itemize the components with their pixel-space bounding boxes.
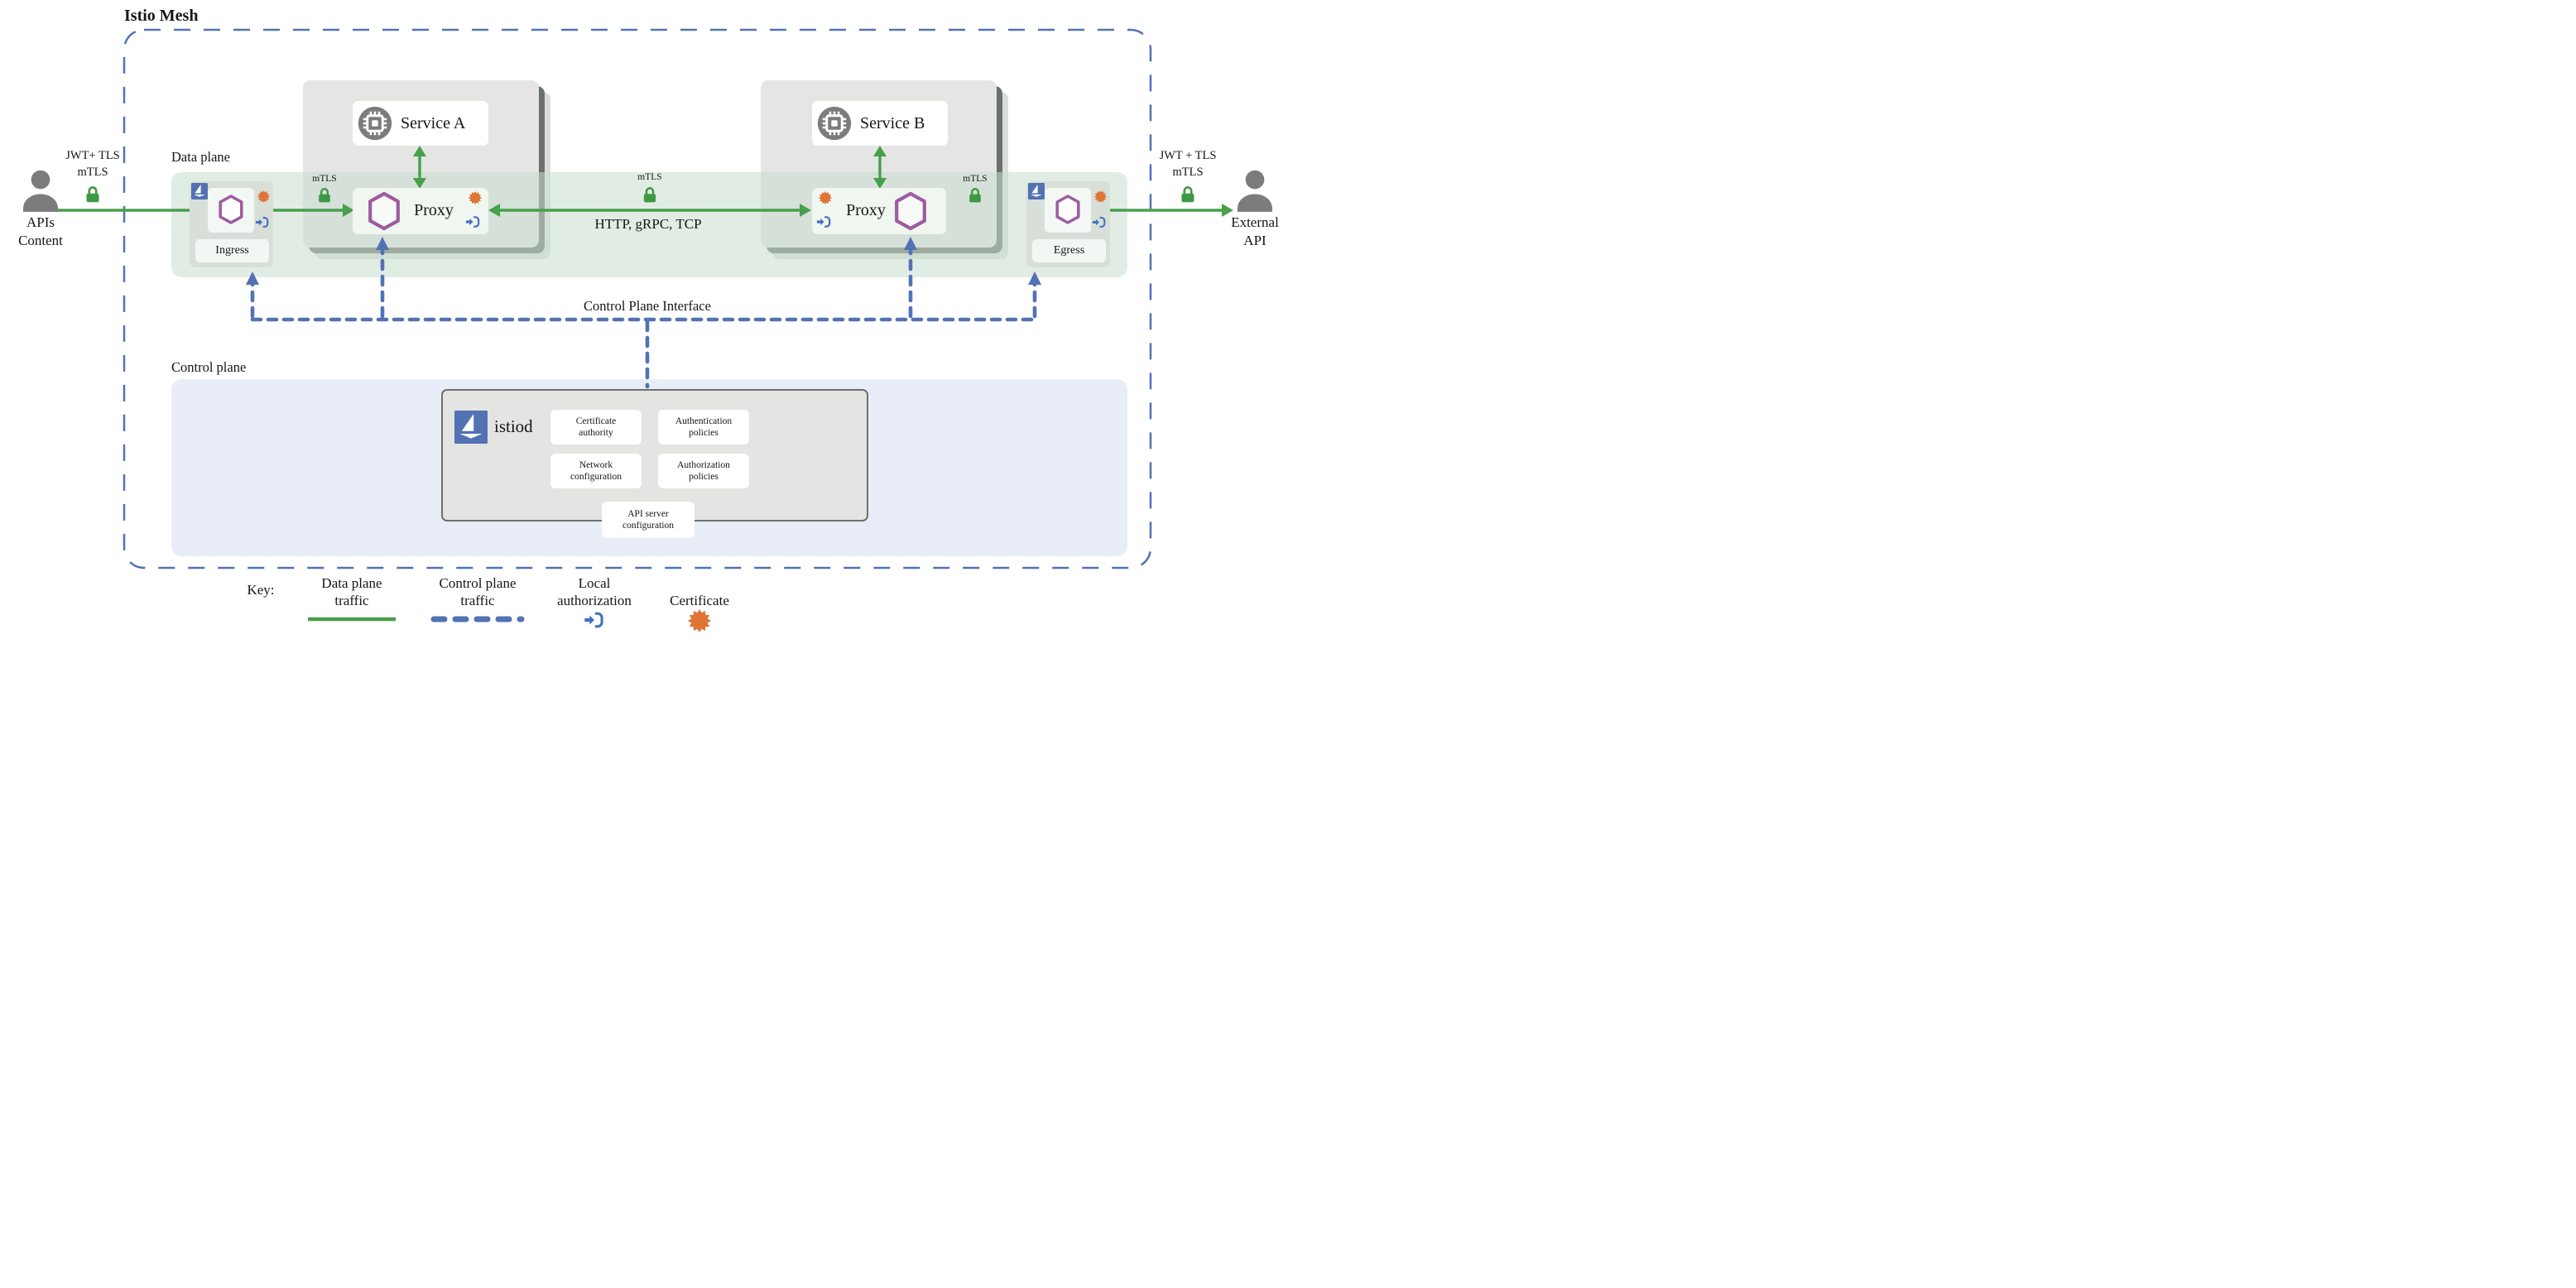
- left-actor-line1: APIs: [26, 214, 55, 230]
- proxy-hexagon-icon: [218, 194, 244, 225]
- legend-data-plane-traffic: Data plane traffic: [302, 574, 401, 609]
- component-line1: Authentication: [675, 416, 733, 426]
- component-line2: policies: [689, 428, 718, 438]
- microchip-icon: [817, 106, 852, 141]
- legend-line1: Local: [578, 575, 611, 591]
- mtls-lock-icon: [84, 185, 102, 203]
- mtls-label: mTLS: [312, 174, 337, 184]
- proxy-b-label: Proxy: [846, 201, 886, 219]
- right-actor-line2: API: [1243, 233, 1266, 248]
- istio-sail-icon: [454, 411, 488, 444]
- mtls-lock-icon: [641, 186, 659, 203]
- component-line2: configuration: [570, 472, 622, 482]
- service-a-label: Service A: [401, 113, 466, 132]
- proxy-hexagon-icon: [1055, 194, 1081, 225]
- legend-key-label: Key:: [247, 582, 275, 598]
- right-actor-label: External API: [1218, 214, 1288, 250]
- api-server-configuration-box: API server configuration: [602, 502, 694, 538]
- certificate-icon: [1094, 190, 1107, 203]
- diagram-title: Istio Mesh: [124, 7, 199, 25]
- certificate-authority-box: Certificate authority: [550, 410, 642, 445]
- traffic-protocols-label: HTTP, gRPC, TCP: [594, 216, 702, 232]
- istio-architecture-diagram: Istio Mesh Data plane Control plane: [0, 0, 1288, 644]
- left-protocol-line2: mTLS: [77, 166, 108, 179]
- component-line2: policies: [689, 472, 718, 482]
- istio-sail-icon: [191, 183, 208, 199]
- legend-line2: authorization: [557, 593, 632, 608]
- microchip-icon: [358, 106, 392, 141]
- certificate-icon: [688, 609, 711, 632]
- mtls-label: mTLS: [963, 174, 988, 184]
- component-line2: configuration: [622, 521, 674, 531]
- local-authorization-icon: [465, 215, 481, 228]
- proxy-hexagon-icon: [893, 191, 928, 231]
- user-icon: [18, 169, 63, 212]
- legend-control-plane-traffic: Control plane traffic: [428, 574, 527, 609]
- legend-line1: Data plane: [321, 575, 382, 591]
- right-protocol-label: JWT + TLS mTLS: [1138, 147, 1238, 180]
- legend-certificate: Certificate: [670, 593, 729, 608]
- authorization-policies-box: Authorization policies: [658, 454, 749, 488]
- network-configuration-box: Network configuration: [550, 454, 642, 488]
- control-plane-interface-label: Control Plane Interface: [584, 298, 711, 314]
- legend-line2: traffic: [334, 593, 369, 608]
- component-line1: Authorization: [677, 459, 730, 470]
- service-a-box: Service A: [353, 101, 488, 146]
- component-line1: Certificate: [575, 416, 617, 426]
- istio-sail-icon: [1028, 183, 1045, 199]
- left-protocol-line1: JWT+ TLS: [65, 149, 120, 162]
- legend-line2: traffic: [460, 593, 495, 608]
- component-line1: API server: [627, 508, 669, 519]
- authentication-policies-box: Authentication policies: [658, 410, 749, 445]
- control-plane-label: Control plane: [171, 359, 247, 375]
- right-protocol-line1: JWT + TLS: [1159, 149, 1217, 162]
- local-authorization-icon: [255, 216, 270, 228]
- left-actor-label: APIs Content: [3, 214, 78, 250]
- mtls-lock-icon: [967, 187, 983, 203]
- mtls-lock-icon: [316, 187, 333, 203]
- left-protocol-label: JWT+ TLS mTLS: [43, 147, 142, 180]
- data-plane-label: Data plane: [171, 149, 231, 165]
- component-line2: authority: [579, 428, 613, 438]
- component-line1: Network: [579, 459, 613, 470]
- service-b-box: Service B: [812, 101, 948, 146]
- local-authorization-icon: [1092, 216, 1107, 228]
- certificate-icon: [257, 190, 270, 203]
- legend-line1: Control plane: [439, 575, 517, 591]
- user-icon: [1233, 169, 1277, 212]
- mtls-label: mTLS: [637, 172, 662, 182]
- certificate-icon: [469, 191, 482, 204]
- egress-label: Egress: [1032, 239, 1106, 262]
- service-b-label: Service B: [860, 113, 925, 132]
- ingress-label: Ingress: [195, 239, 269, 262]
- local-authorization-icon: [584, 611, 605, 629]
- istiod-label: istiod: [494, 416, 533, 436]
- right-actor-line1: External: [1231, 214, 1279, 230]
- proxy-a-label: Proxy: [414, 201, 454, 219]
- mtls-lock-icon: [1179, 185, 1197, 203]
- legend-local-authorization: Local authorization: [536, 574, 652, 609]
- right-protocol-line2: mTLS: [1172, 166, 1204, 179]
- left-actor-line2: Content: [18, 233, 63, 248]
